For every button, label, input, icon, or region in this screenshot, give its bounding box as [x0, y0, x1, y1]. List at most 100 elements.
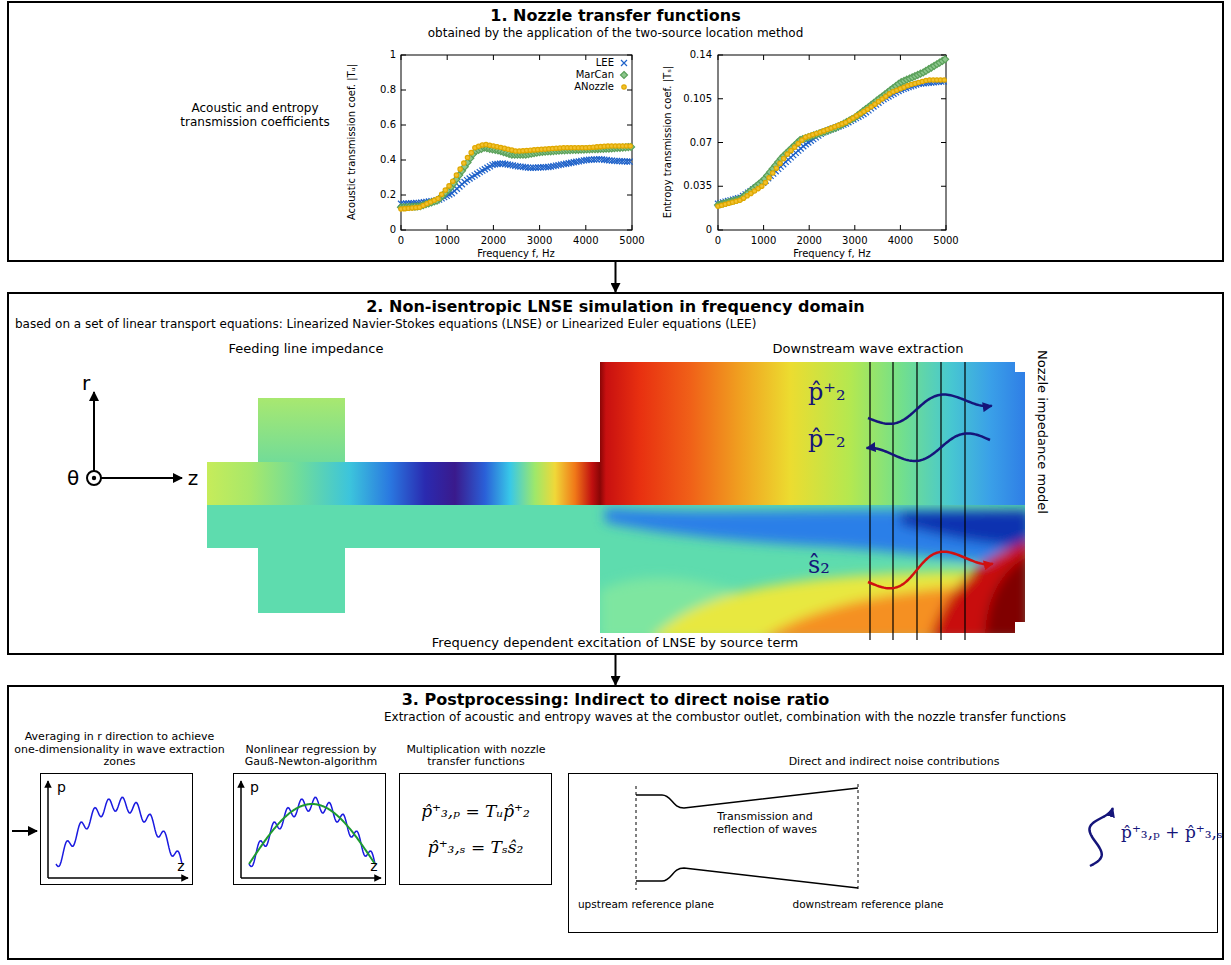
axis-arrow [101, 477, 182, 479]
data-point [436, 196, 440, 200]
tick-label: 0.035 [683, 181, 712, 193]
tick-label: 4000 [888, 235, 913, 247]
plane-label: downstream reference plane [792, 898, 943, 910]
boundary-label: Feeding line impedance [229, 342, 384, 357]
tick-label: 0 [398, 235, 404, 247]
tick-label: 2000 [796, 235, 821, 247]
axis-arrow [47, 781, 49, 878]
wave-symbol: p̂⁺₃,ₚ + p̂⁺₃,ₛ [1121, 823, 1223, 843]
axis-name: θ [67, 467, 79, 490]
data-point [454, 173, 458, 177]
field-blob [930, 540, 1030, 640]
tick-mark [447, 55, 448, 230]
plot-frame [718, 55, 946, 230]
tick-mark [401, 55, 632, 56]
line-chart [398, 55, 635, 230]
data-point [851, 114, 858, 121]
data-point [451, 179, 455, 183]
panel-title: 1. Nozzle transfer functions [9, 6, 1222, 25]
tick-label: 0.14 [690, 49, 712, 61]
panel-title: 3. Postprocessing: Indirect to direct no… [9, 690, 1222, 709]
stage-panel: Averaging in r direction to achieve one-… [7, 685, 1224, 960]
plane-label: upstream reference plane [578, 898, 714, 910]
data-series [715, 56, 949, 209]
combustor-field [207, 362, 1030, 640]
data-series [715, 78, 947, 206]
extraction-plane [916, 362, 917, 640]
raw-signal [249, 797, 375, 866]
equation: p̂⁺₃,ₚ = Tᵤp̂⁺₂ [421, 801, 530, 821]
axis-arrow [240, 781, 242, 878]
tick-label: 0.2 [380, 189, 396, 201]
extraction-plane [940, 362, 941, 640]
tick-label: 4000 [573, 235, 598, 247]
axis-arrow [93, 392, 95, 471]
tick-label: 1 [390, 49, 396, 61]
tick-mark [493, 55, 494, 230]
tick-mark [718, 55, 946, 56]
data-series [398, 143, 635, 210]
data-point [458, 167, 462, 171]
tick-mark [854, 55, 855, 230]
extraction-plane [964, 362, 965, 640]
tick-label: 1000 [434, 235, 459, 247]
axis-name: p [57, 779, 66, 795]
axis-name: z [188, 467, 199, 490]
legend-sample [621, 72, 628, 79]
axis-dot [92, 476, 96, 480]
data-point [774, 166, 778, 170]
tick-label: 0 [715, 235, 721, 247]
legend-sample [622, 85, 626, 89]
legend-text: MarCan [576, 69, 614, 81]
plot-frame [401, 55, 632, 230]
wave [868, 395, 992, 424]
legend-samples [621, 60, 628, 89]
tick-label: 5000 [619, 235, 644, 247]
data-series [716, 78, 947, 209]
data-point [942, 56, 949, 63]
axis-title: Frequency f, Hz [477, 248, 555, 260]
axis-title: Entropy transmission coef. |Tₛ| [662, 66, 674, 219]
step-frame: p̂⁺₃,ₚ = Tᵤp̂⁺₂p̂⁺₃,ₛ = Tₛŝ₂ [399, 773, 552, 885]
data-point [771, 171, 775, 175]
field-fill [207, 362, 1025, 505]
data-point [443, 188, 447, 192]
panel-subtitle: Extraction of acoustic and entropy waves… [234, 710, 1216, 724]
data-point [767, 176, 771, 180]
note: Transmission and reflection of waves [700, 811, 830, 836]
data-point [942, 78, 946, 82]
legend-text: LEE [596, 57, 614, 69]
axis-name: z [370, 858, 377, 874]
axis-arrow [241, 877, 381, 879]
step-heading: Nonlinear regression by Gauß-Newton-algo… [228, 744, 394, 769]
entropy-field [207, 505, 1030, 640]
axis-title: Acoustic transmission coef. |Tᵤ| [346, 64, 358, 220]
wave-symbol: p̂⁺₂ [808, 379, 846, 407]
panel-subtitle: based on a set of linear transport equat… [15, 317, 1222, 331]
tick-mark [718, 230, 946, 231]
stage-panel: 1. Nozzle transfer functionsobtained by … [7, 1, 1224, 262]
data-point [628, 144, 632, 148]
pressure-field [207, 362, 1025, 505]
tick-mark [763, 55, 764, 230]
wave-symbol: p̂⁻₂ [808, 426, 846, 454]
tick-label: 0 [390, 224, 396, 236]
data-point [763, 180, 767, 184]
data-point [439, 192, 443, 196]
axis-name: p [250, 779, 259, 795]
tick-label: 0 [706, 224, 712, 236]
tick-mark [718, 142, 946, 143]
data-point [462, 161, 466, 165]
axis-name: r [82, 372, 90, 395]
reference-plane [636, 784, 858, 892]
tick-label: 0.105 [683, 93, 712, 105]
data-point [781, 156, 785, 160]
data-point [469, 150, 473, 154]
panel-subtitle: obtained by the application of the two-s… [9, 26, 1222, 40]
data-point [627, 159, 633, 165]
panel-label: Acoustic and entropy transmission coeffi… [163, 102, 348, 130]
data-series [399, 142, 633, 211]
step-box: Nonlinear regression by Gauß-Newton-algo… [228, 744, 394, 885]
tick-mark [632, 55, 633, 230]
axis-name: z [177, 858, 184, 874]
